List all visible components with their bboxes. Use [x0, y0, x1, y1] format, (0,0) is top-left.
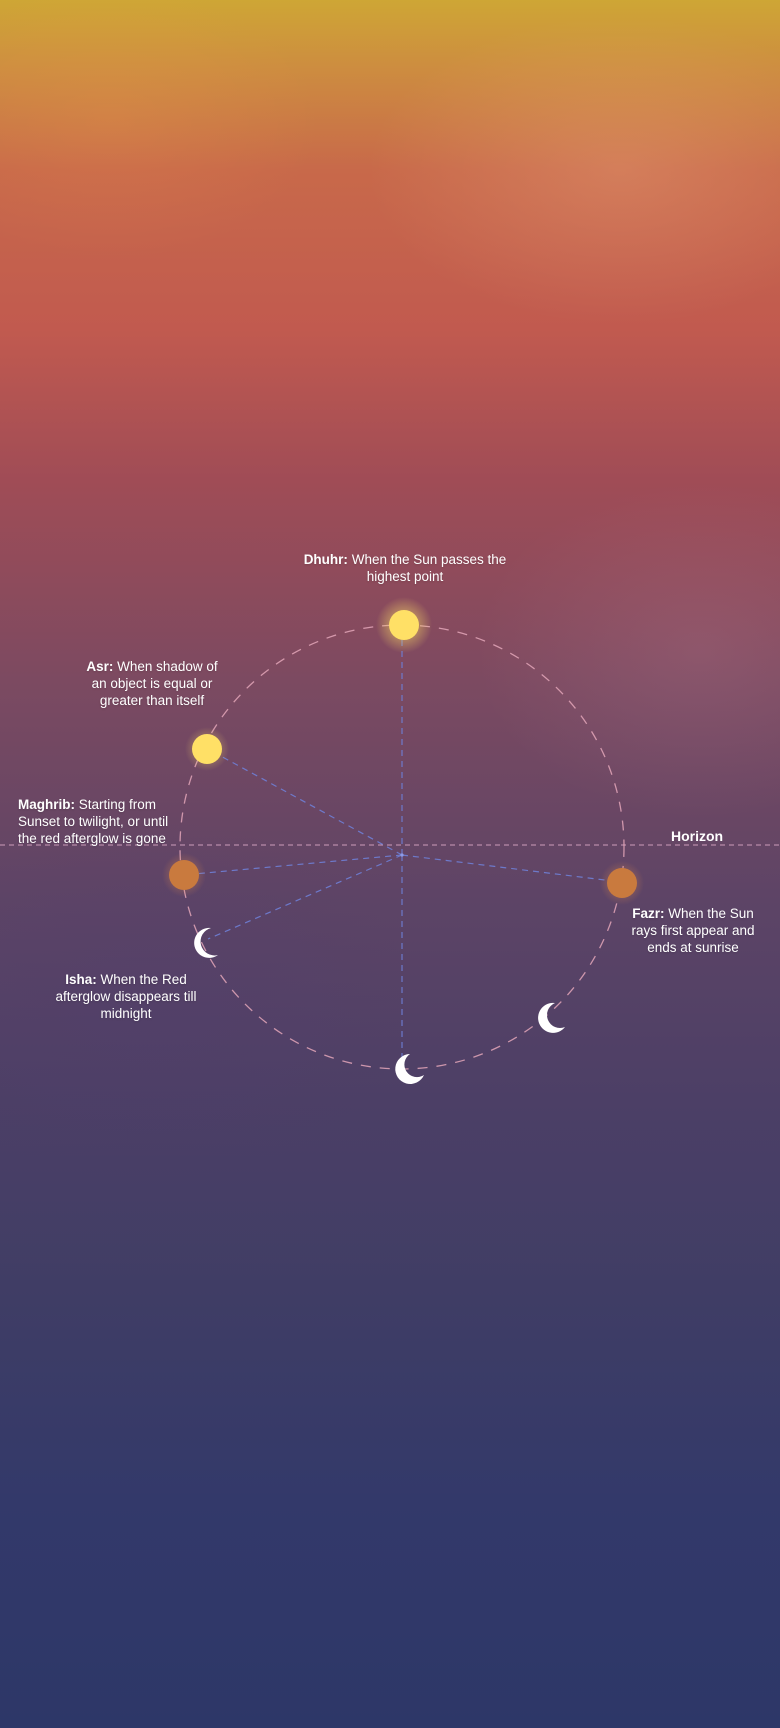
dhuhr-sun-icon [376, 597, 432, 653]
dhuhr-name: Dhuhr: [303, 552, 348, 567]
guide-lines [182, 625, 622, 1060]
horizon-label: Horizon [671, 828, 724, 844]
isha-description: When the Red afterglow disappears till m… [55, 972, 197, 1021]
guide-line-isha [207, 854, 403, 940]
isha-label: Isha: When the Red afterglow disappears … [52, 971, 200, 1022]
asr-description: When shadow of an object is equal or gre… [91, 659, 218, 708]
maghrib-label: Maghrib: Starting from Sunset to twiligh… [18, 796, 178, 847]
isha-crescent-moon-icon [194, 927, 218, 958]
fazr-description: When the Sun rays first appear and ends … [631, 906, 755, 955]
fazr-rising-sun-icon [600, 861, 644, 905]
night-crescent-moon-icon [538, 1002, 565, 1033]
dhuhr-label: Dhuhr: When the Sun passes the highest p… [300, 551, 510, 585]
fazr-label: Fazr: When the Sun rays first appear and… [627, 905, 759, 956]
asr-sun-icon [185, 727, 229, 771]
midnight-crescent-moon-icon [395, 1054, 424, 1084]
maghrib-setting-sun-icon [162, 853, 206, 897]
maghrib-description: Starting from Sunset to twilight, or unt… [18, 797, 169, 846]
fazr-name: Fazr: [632, 906, 665, 921]
asr-label: Asr: When shadow of an object is equal o… [82, 658, 222, 709]
guide-line-maghrib [182, 854, 403, 876]
guide-line-asr [205, 747, 403, 856]
isha-name: Isha: [65, 972, 97, 987]
asr-name: Asr: [86, 659, 114, 674]
dhuhr-description: When the Sun passes the highest point [351, 552, 507, 584]
orbit-center-point [400, 853, 404, 857]
maghrib-name: Maghrib: [18, 797, 75, 812]
guide-line-fazr [401, 854, 622, 883]
